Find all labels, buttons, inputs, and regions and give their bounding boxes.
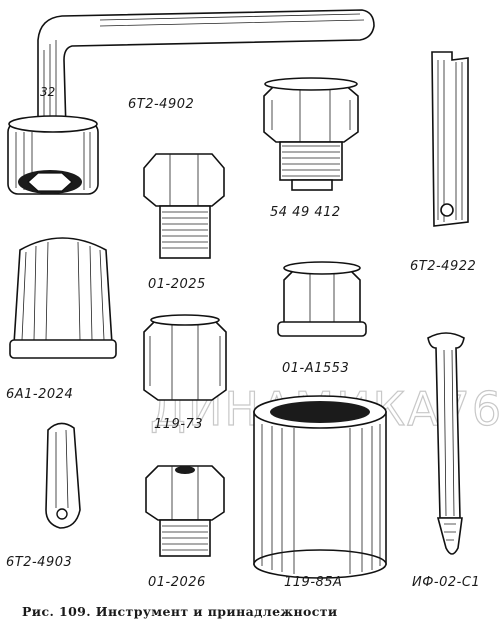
part-label-handle-key: 6Т2-4903 <box>6 555 72 570</box>
part-label-wrench: 6Т2-4902 <box>128 97 194 112</box>
part-label-nut-flange: 01-А1553 <box>282 361 349 376</box>
part-label-drift-pin: ИФ-02-С1 <box>412 575 480 590</box>
plug-threaded-2-drawing <box>145 465 225 557</box>
part-label-plug-large: 54 49 412 <box>270 205 341 220</box>
wrench-drawing: 32 <box>7 9 375 195</box>
drift-pin-drawing <box>427 332 465 555</box>
wrench-size-mark: 32 <box>40 85 55 99</box>
plug-large-drawing <box>263 77 359 191</box>
hex-nut-drawing <box>143 314 227 401</box>
sleeve-drawing <box>253 395 387 579</box>
figure-caption: Рис. 109. Инструмент и принадлежности <box>22 604 338 619</box>
part-label-plug-threaded-1: 01-2025 <box>148 277 206 292</box>
cap-drawing <box>9 237 117 359</box>
plug-threaded-1-drawing <box>143 153 225 259</box>
strip-drawing <box>431 51 469 227</box>
handle-key-drawing <box>45 422 81 529</box>
part-label-hex-nut: 119-73 <box>154 417 203 432</box>
part-label-sleeve: 119-85А <box>284 575 342 590</box>
part-label-strip: 6Т2-4922 <box>410 259 476 274</box>
nut-flange-drawing <box>277 261 367 337</box>
part-label-cap: 6А1-2024 <box>6 387 73 402</box>
part-label-plug-threaded-2: 01-2026 <box>148 575 206 590</box>
